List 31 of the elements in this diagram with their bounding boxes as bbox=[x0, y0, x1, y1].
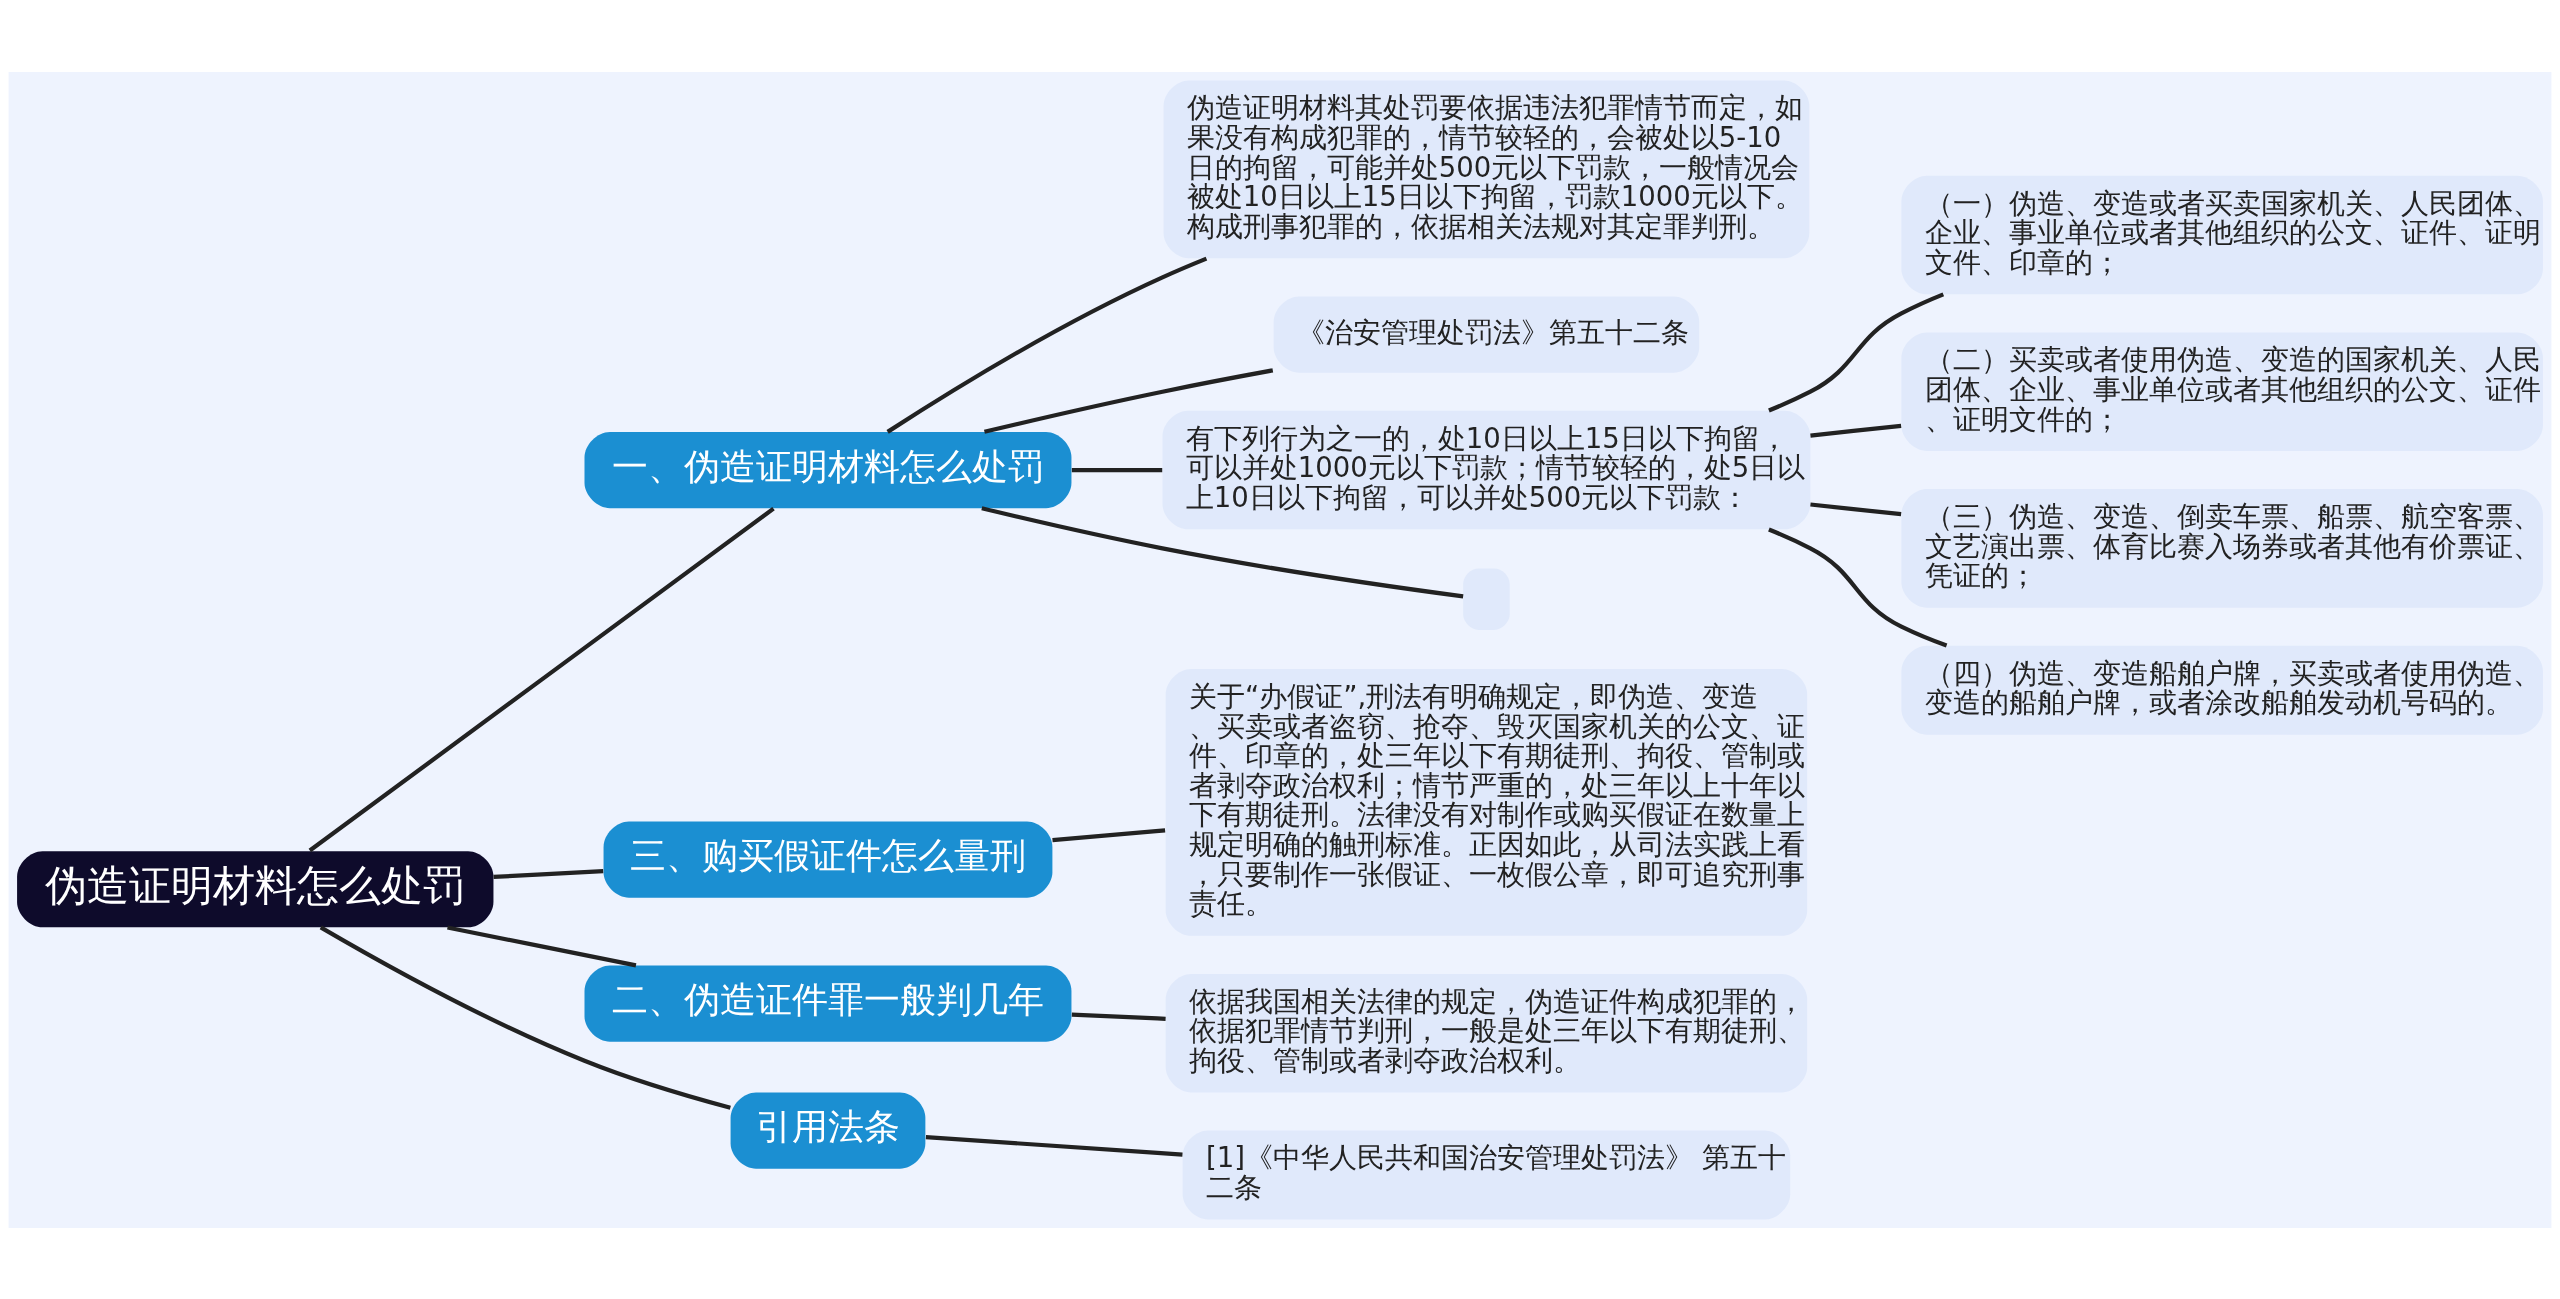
node-box: 伪造证明材料其处罚要依据违法犯罪情节而定，如果没有构成犯罪的，情节较轻的，会被处以5-10日的拘留，可能并处500元以下罚款，一般情况会被处10日以上15日以下拘留，罚款1000元以下。构成刑事犯罪的，依据相关法规对其定罪判刑。 bbox=[1163, 79, 1810, 258]
node-box: 伪造证明材料怎么处罚 bbox=[17, 850, 494, 927]
node-box: 一、伪造证明材料怎么处罚 bbox=[584, 431, 1072, 508]
connector bbox=[1768, 291, 1945, 412]
connector bbox=[308, 506, 775, 852]
connector bbox=[886, 256, 1208, 434]
node-box: （三）伪造、变造、倒卖车票、船票、航空客票、文艺演出票、体育比赛入场券或者其他有价票证、凭证的； bbox=[1901, 488, 2543, 608]
connector bbox=[1071, 467, 1163, 472]
node-box: 二、伪造证件罪一般判几年 bbox=[584, 964, 1072, 1042]
node-box: 有下列行为之一的，处10日以上15日以下拘留，可以并处1000元以下罚款；情节较轻的，处5日以上10日以下拘留，可以并处500元以下罚款： bbox=[1162, 410, 1811, 529]
node-box: 引用法条 bbox=[730, 1092, 926, 1169]
connector bbox=[983, 367, 1274, 434]
node-box: [1]《中华人民共和国治安管理处罚法》 第五十二条 bbox=[1182, 1130, 1791, 1220]
connector bbox=[981, 505, 1464, 598]
node-box: 依据我国相关法律的规定，伪造证件构成犯罪的，依据犯罪情节判刑，一般是处三年以下有期徒刑、拘役、管制或者剥夺政治权利。 bbox=[1165, 973, 1808, 1092]
connector bbox=[319, 925, 731, 1110]
node-box bbox=[1463, 568, 1510, 630]
connector bbox=[447, 924, 637, 967]
node-box: 《治安管理处罚法》第五十二条 bbox=[1273, 295, 1700, 373]
connector bbox=[1810, 423, 1902, 438]
node-box: （二）买卖或者使用伪造、变造的国家机关、人民团体、企业、事业单位或者其他组织的公文、证件、证明文件的； bbox=[1901, 331, 2543, 451]
connector bbox=[1052, 827, 1166, 842]
node-box: （一）伪造、变造或者买卖国家机关、人民团体、企业、事业单位或者其他组织的公文、证件、证明文件、印章的； bbox=[1901, 175, 2543, 294]
connector bbox=[1810, 501, 1902, 516]
connector bbox=[1071, 1011, 1166, 1021]
node-box: 三、购买假证件怎么量刑 bbox=[603, 821, 1053, 898]
connector bbox=[1768, 527, 1948, 648]
connector bbox=[925, 1134, 1183, 1157]
node-box: 关于“办假证”,刑法有明确规定，即伪造、变造、买卖或者盗窃、抢夺、毁灭国家机关的公文、证件、印章的，处三年以下有期徒刑、拘役、管制或者剥夺政治权利；情节严重的，处三年以上十年以下有期徒刑。法律没有对制作或购买假证在数量上规定明确的触刑标准。正因如此，从司法实践上看，只要制作一张假证、一枚假公章，即可追究刑事责任。 bbox=[1165, 668, 1808, 936]
connector bbox=[493, 868, 604, 879]
node-box: （四）伪造、变造船舶户牌，买卖或者使用伪造、变造的船舶户牌，或者涂改船舶发动机号码的。 bbox=[1901, 645, 2543, 735]
